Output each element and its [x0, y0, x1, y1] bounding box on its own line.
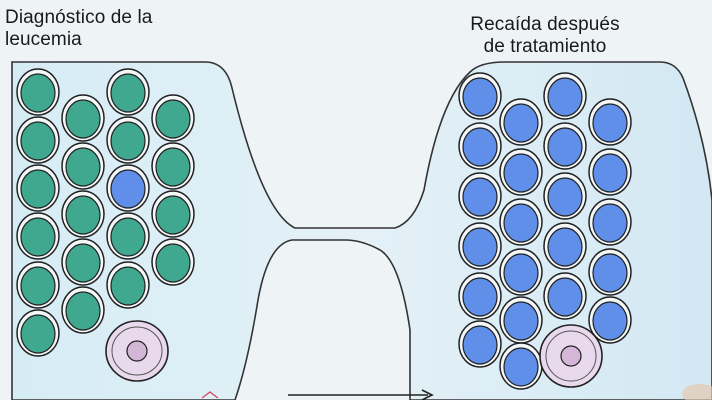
blue-cell: [499, 148, 543, 196]
hand-shadow: [682, 384, 712, 400]
relapse-label-line2: de tratamiento: [483, 36, 607, 57]
green-cell: [16, 309, 60, 357]
diagnosis-label-line2: leucemia: [5, 29, 82, 50]
green-cell: [16, 212, 60, 260]
blue-cell: [588, 98, 632, 146]
green-cell: [61, 94, 105, 142]
green-cell: [151, 94, 195, 142]
blue-cell: [458, 320, 502, 368]
green-cell: [106, 212, 150, 260]
stem-cell-left: [105, 320, 169, 382]
relapse-cells: [458, 72, 632, 390]
green-cell: [106, 116, 150, 164]
blue-cell: [543, 72, 587, 120]
green-cell: [106, 261, 150, 309]
blue-cell: [458, 122, 502, 170]
blue-cell: [499, 342, 543, 390]
blue-cell: [458, 222, 502, 270]
green-cell: [106, 68, 150, 116]
blue-cell: [588, 148, 632, 196]
green-cell: [61, 238, 105, 286]
green-cell: [61, 286, 105, 334]
green-cell: [61, 142, 105, 190]
blue-cell: [458, 172, 502, 220]
green-cell: [16, 164, 60, 212]
blue-cell: [458, 72, 502, 120]
blue-cell: [499, 98, 543, 146]
blue-cell: [543, 122, 587, 170]
blue-cell: [543, 172, 587, 220]
green-cell: [16, 116, 60, 164]
time-arrow: [288, 389, 434, 400]
blue-cell: [588, 198, 632, 246]
relapse-label-line1: Recaída después: [470, 14, 620, 35]
blue-cell: [499, 296, 543, 344]
stem-cell-right: [539, 324, 603, 388]
blue-cell: [588, 296, 632, 344]
diagnosis-label: Diagnóstico de la leucemia: [5, 7, 152, 51]
diagnosis-label-line1: Diagnóstico de la: [5, 7, 153, 28]
blue-cell: [499, 198, 543, 246]
blue-cell: [543, 272, 587, 320]
blue-cell: [458, 272, 502, 320]
green-cell: [151, 238, 195, 286]
green-cell: [16, 261, 60, 309]
marker-bottom: [201, 391, 219, 399]
blue-cell: [588, 248, 632, 296]
blue-cell: [543, 222, 587, 270]
green-cell: [151, 142, 195, 190]
relapse-label: Recaída después de tratamiento: [440, 14, 650, 58]
leukemia-diagnosis-cells: [16, 68, 195, 357]
green-cell: [16, 68, 60, 116]
green-cell: [151, 190, 195, 238]
blue-cell: [499, 248, 543, 296]
green-cell: [61, 190, 105, 238]
blue-cell: [106, 164, 150, 212]
